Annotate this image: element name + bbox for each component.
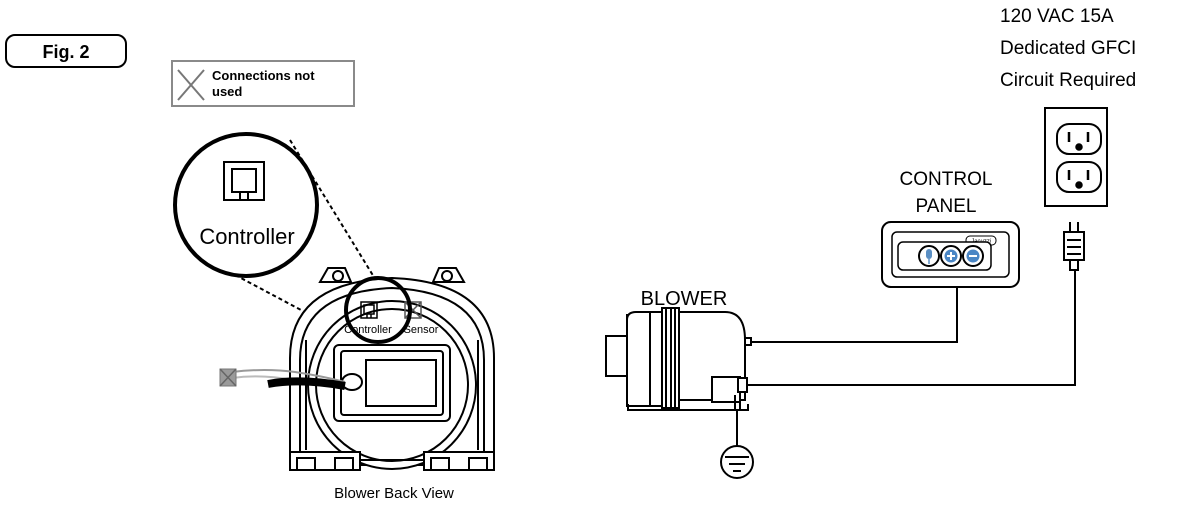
control-panel-label-2: PANEL: [916, 196, 977, 217]
figure-label: Fig. 2: [5, 34, 127, 68]
outlet-socket-icon: [1067, 132, 1090, 189]
power-text-3: Circuit Required: [1000, 70, 1136, 91]
legend-text-2: used: [212, 84, 242, 99]
minus-icon: [962, 245, 984, 267]
x-mark-icon: [177, 69, 205, 101]
microphone-icon: [918, 245, 940, 267]
blower-label: BLOWER: [641, 288, 728, 310]
port-highlight-circle: [344, 276, 412, 344]
zoom-controller-label: Controller: [199, 224, 294, 249]
zoom-callout: Controller: [173, 132, 319, 278]
blower-back-caption: Blower Back View: [334, 485, 454, 502]
blower-side-view: [605, 307, 752, 411]
unused-connector-icon: [219, 368, 237, 387]
figure-label-text: Fig. 2: [42, 42, 89, 62]
power-plug: [1063, 222, 1085, 271]
legend-box: Connections not used: [171, 60, 355, 107]
legend-text-1: Connections not: [212, 68, 315, 83]
gfci-outlet: [1044, 107, 1108, 207]
controller-port-icon: [360, 301, 378, 319]
power-text-1: 120 VAC 15A: [1000, 6, 1114, 27]
plus-icon: [940, 245, 962, 267]
ground-icon: [720, 445, 754, 479]
back-port-sensor-label: Sensor: [404, 324, 439, 336]
wiring: [736, 270, 1076, 446]
control-panel: Jacuzzi: [881, 221, 1020, 288]
controller-port-large-icon: [223, 161, 265, 201]
power-text-2: Dedicated GFCI: [1000, 38, 1136, 59]
control-panel-label-1: CONTROL: [900, 169, 993, 190]
blower-back-view: [289, 267, 495, 471]
unused-cable: [219, 368, 346, 390]
